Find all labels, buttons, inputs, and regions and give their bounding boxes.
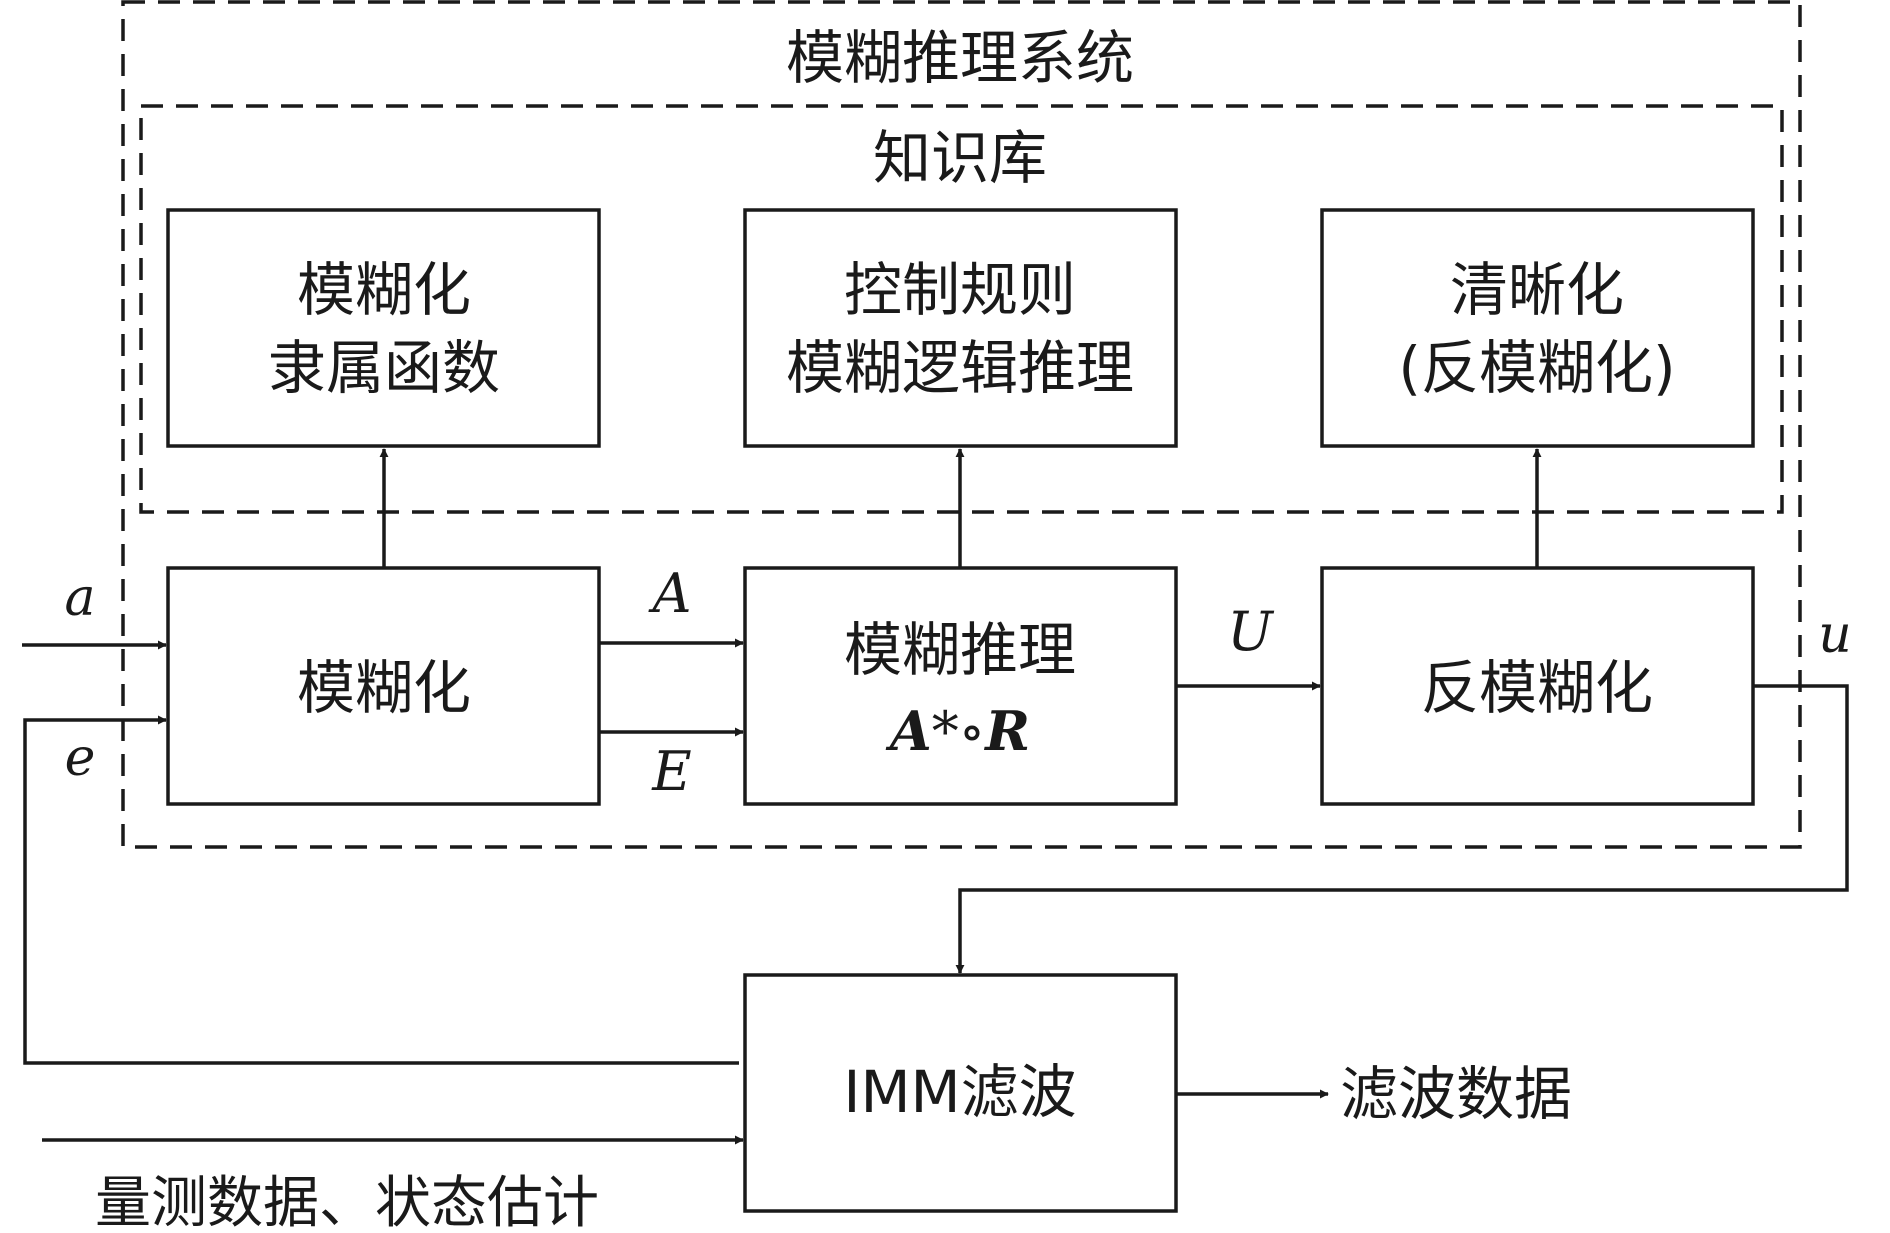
signal-e: e [65,728,96,788]
arrow-feedback-e [23,715,739,1065]
measurement-label: 量测数据、状态估计 [95,1171,599,1233]
kb-rules-line2: 模糊逻辑推理 [786,334,1134,402]
filtered-data-label: 滤波数据 [1340,1060,1572,1128]
signal-u: u [1818,605,1852,665]
kb-rules-line1: 控制规则 [844,256,1076,324]
kb-defuzz-box: 清晰化 (反模糊化) [1320,208,1755,448]
formula-r: R [983,699,1030,763]
formula-op: *∘ [932,700,985,763]
kb-fuzzification-line2: 隶属函数 [268,334,500,402]
kb-defuzz-line1: 清晰化 [1450,256,1624,324]
formula-a: A [885,699,932,763]
fuzzify-box: 模糊化 [166,566,601,806]
kb-rules-box: 控制规则 模糊逻辑推理 [743,208,1178,448]
fuzzify-label: 模糊化 [297,654,471,722]
inference-formula: A*∘R [885,699,1030,763]
inference-label: 模糊推理 [844,616,1076,684]
signal-U: U [1227,600,1274,663]
imm-label: IMM滤波 [843,1058,1076,1126]
kb-fuzzification-box: 模糊化 隶属函数 [166,208,601,448]
fuzzy-system-title: 模糊推理系统 [786,24,1134,92]
arrow-output-u [955,684,1849,974]
signal-A: A [648,562,692,625]
fuzzy-system-frame [121,0,1802,849]
signal-a: a [64,568,95,628]
kb-fuzzification-line1: 模糊化 [297,256,471,324]
signal-E: E [651,740,691,803]
inference-box: 模糊推理 A*∘R [743,566,1178,806]
knowledge-base-title: 知识库 [873,124,1047,192]
defuzzify-box: 反模糊化 [1320,566,1755,806]
kb-defuzz-line2: (反模糊化) [1398,334,1675,402]
imm-filter-box: IMM滤波 [743,973,1178,1213]
knowledge-base-frame [139,104,1784,514]
defuzzify-label: 反模糊化 [1421,654,1653,722]
